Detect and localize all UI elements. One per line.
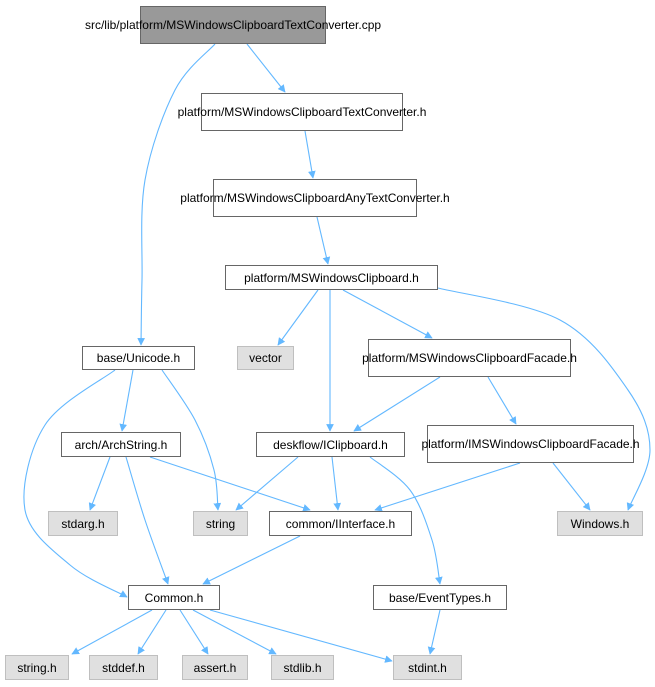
edge-ms-clipboard-facade-h-to-deskflow-iclipboard-h bbox=[353, 376, 441, 432]
node-stdlib-h[interactable]: stdlib.h bbox=[271, 655, 334, 680]
edge-common-h-to-stddef-h bbox=[137, 609, 167, 655]
edge-ms-clipboard-h-to-windows-h bbox=[437, 287, 651, 511]
node-root-cpp[interactable]: src/lib/platform/MSWindows ClipboardText… bbox=[85, 6, 381, 44]
node-ms-any-text-converter-h[interactable]: platform/MSWindowsClipboard AnyTextConve… bbox=[180, 179, 450, 217]
node-ms-clipboard-h[interactable]: platform/MSWindowsClipboard.h bbox=[225, 265, 438, 290]
edge-common-iinterface-h-to-common-h bbox=[202, 535, 301, 585]
edge-common-h-to-assert-h bbox=[179, 609, 209, 655]
edge-ms-clipboard-h-to-vector bbox=[277, 289, 319, 346]
edge-common-h-to-stdlib-h bbox=[192, 609, 277, 655]
edge-arch-archstring-h-to-stdarg-h bbox=[88, 456, 111, 511]
edge-base-unicode-h-to-string bbox=[161, 369, 222, 511]
node-common-h[interactable]: Common.h bbox=[128, 585, 220, 610]
node-vector[interactable]: vector bbox=[237, 346, 294, 370]
node-string[interactable]: string bbox=[193, 511, 248, 536]
node-deskflow-iclipboard-h[interactable]: deskflow/IClipboard.h bbox=[256, 432, 405, 457]
edge-common-h-to-string-h bbox=[71, 609, 153, 655]
node-base-unicode-h[interactable]: base/Unicode.h bbox=[82, 346, 195, 370]
edge-base-unicode-h-to-arch-archstring-h bbox=[119, 369, 134, 432]
edge-common-h-to-stdint-h bbox=[209, 609, 393, 663]
node-stdarg-h[interactable]: stdarg.h bbox=[48, 511, 118, 536]
node-ims-clipboard-facade-h[interactable]: platform/IMSWindowsClipboard Facade.h bbox=[421, 425, 640, 463]
edge-deskflow-iclipboard-h-to-base-eventtypes-h bbox=[369, 456, 443, 585]
node-windows-h[interactable]: Windows.h bbox=[557, 511, 643, 536]
edge-ms-text-converter-h-to-ms-any-text-converter-h bbox=[304, 130, 316, 179]
edge-ms-clipboard-facade-h-to-ims-clipboard-facade-h bbox=[487, 376, 517, 425]
edge-ms-clipboard-h-to-ms-clipboard-facade-h bbox=[342, 289, 433, 339]
node-stddef-h[interactable]: stddef.h bbox=[89, 655, 158, 680]
node-assert-h[interactable]: assert.h bbox=[182, 655, 248, 680]
edge-base-unicode-h-to-common-h bbox=[23, 369, 128, 598]
edge-arch-archstring-h-to-common-h bbox=[125, 456, 170, 585]
edge-deskflow-iclipboard-h-to-string bbox=[235, 456, 299, 511]
node-arch-archstring-h[interactable]: arch/ArchString.h bbox=[61, 432, 181, 457]
node-common-iinterface-h[interactable]: common/IInterface.h bbox=[269, 511, 412, 536]
edge-base-eventtypes-h-to-stdint-h bbox=[427, 609, 441, 655]
node-ms-clipboard-facade-h[interactable]: platform/MSWindowsClipboard Facade.h bbox=[362, 339, 577, 377]
edge-ims-clipboard-facade-h-to-windows-h bbox=[552, 462, 591, 511]
edge-deskflow-iclipboard-h-to-common-iinterface-h bbox=[331, 456, 342, 511]
edge-arch-archstring-h-to-common-iinterface-h bbox=[149, 456, 311, 512]
edge-root-to-ms-text-converter-h bbox=[246, 43, 286, 93]
edge-ms-any-text-converter-h-to-ms-clipboard-h bbox=[316, 216, 331, 265]
edge-ims-clipboard-facade-h-to-common-iinterface-h bbox=[374, 462, 521, 512]
edge-root-to-base-unicode-h bbox=[137, 43, 216, 346]
node-stdint-h[interactable]: stdint.h bbox=[393, 655, 462, 680]
node-string-h[interactable]: string.h bbox=[5, 655, 69, 680]
node-base-eventtypes-h[interactable]: base/EventTypes.h bbox=[373, 585, 507, 610]
node-ms-text-converter-h[interactable]: platform/MSWindowsClipboard TextConverte… bbox=[178, 93, 426, 131]
